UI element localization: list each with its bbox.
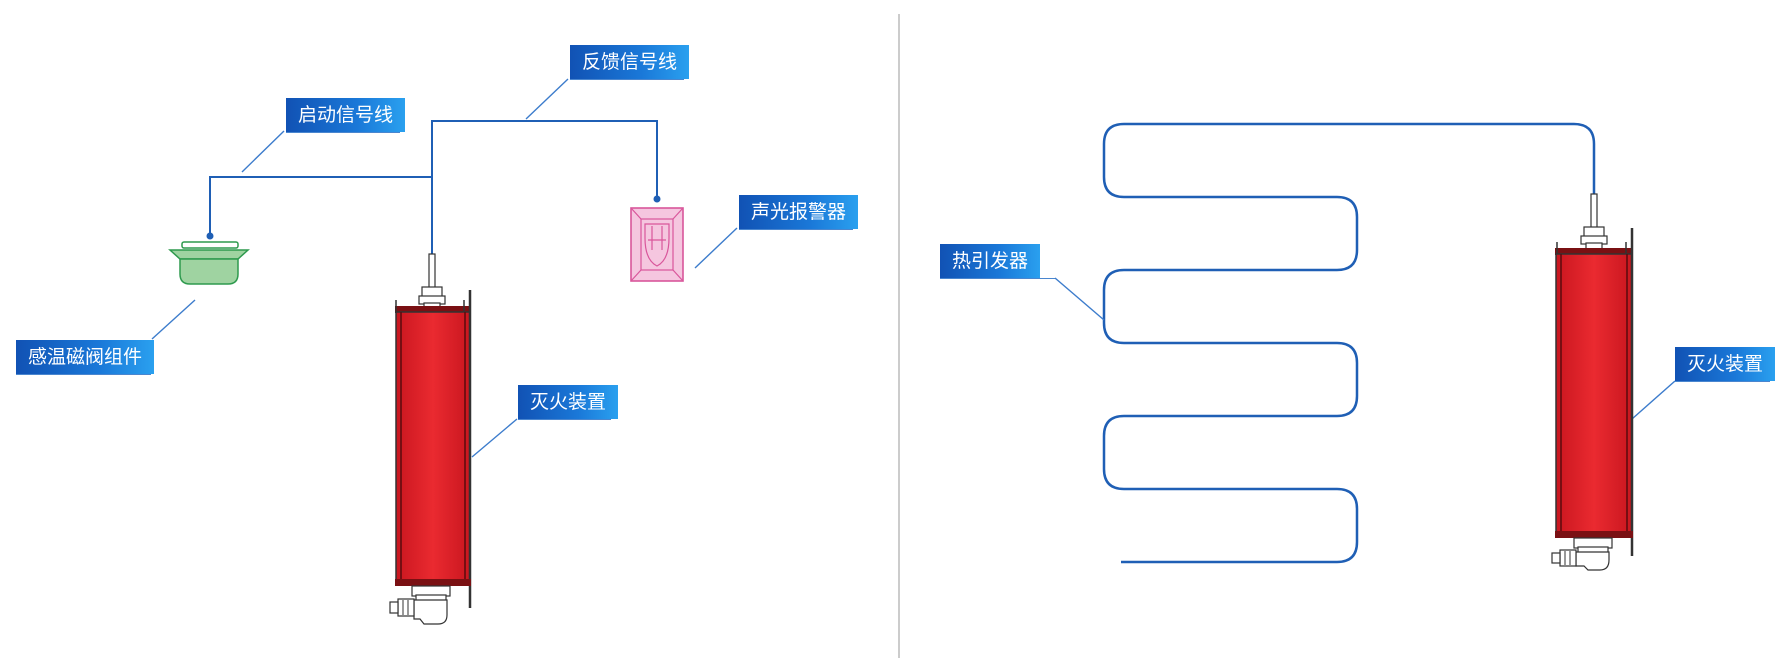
temp-solenoid-valve-icon bbox=[168, 241, 250, 285]
leader-alarm bbox=[694, 227, 738, 269]
label-underline bbox=[570, 79, 684, 80]
label-audible-visual-alarm: 声光报警器 bbox=[739, 195, 859, 229]
label-heat-initiator: 热引发器 bbox=[940, 244, 1041, 278]
leader-heat-initiator bbox=[1054, 277, 1105, 321]
leader-device-right bbox=[1631, 380, 1676, 420]
start-signal-wire bbox=[209, 176, 432, 236]
extinguishing-device-right-icon bbox=[1551, 193, 1634, 571]
label-underline bbox=[1675, 381, 1770, 382]
left-signal-wires bbox=[209, 120, 658, 256]
heat-initiator-cable bbox=[1102, 122, 1596, 564]
label-underline bbox=[16, 374, 151, 375]
label-start-signal-line: 启动信号线 bbox=[286, 98, 406, 132]
extinguishing-device-left-icon bbox=[389, 253, 472, 625]
feedback-signal-wire bbox=[431, 120, 658, 256]
label-underline bbox=[940, 278, 1055, 279]
leader-valve bbox=[151, 299, 196, 340]
leader-start-signal bbox=[241, 130, 285, 173]
label-extinguishing-device-left: 灭火装置 bbox=[518, 385, 619, 419]
label-feedback-signal-line: 反馈信号线 bbox=[570, 45, 690, 79]
wire-node-alarm bbox=[653, 195, 661, 203]
audible-visual-alarm-icon bbox=[630, 207, 684, 282]
label-underline bbox=[286, 132, 400, 133]
label-underline bbox=[739, 229, 853, 230]
wire-node-valve bbox=[206, 232, 214, 240]
label-extinguishing-device-right: 灭火装置 bbox=[1675, 347, 1776, 381]
label-underline bbox=[518, 419, 611, 420]
leader-feedback-signal bbox=[525, 78, 569, 120]
label-temp-solenoid-valve-assembly: 感温磁阀组件 bbox=[16, 340, 155, 374]
leader-device-left bbox=[471, 418, 518, 458]
